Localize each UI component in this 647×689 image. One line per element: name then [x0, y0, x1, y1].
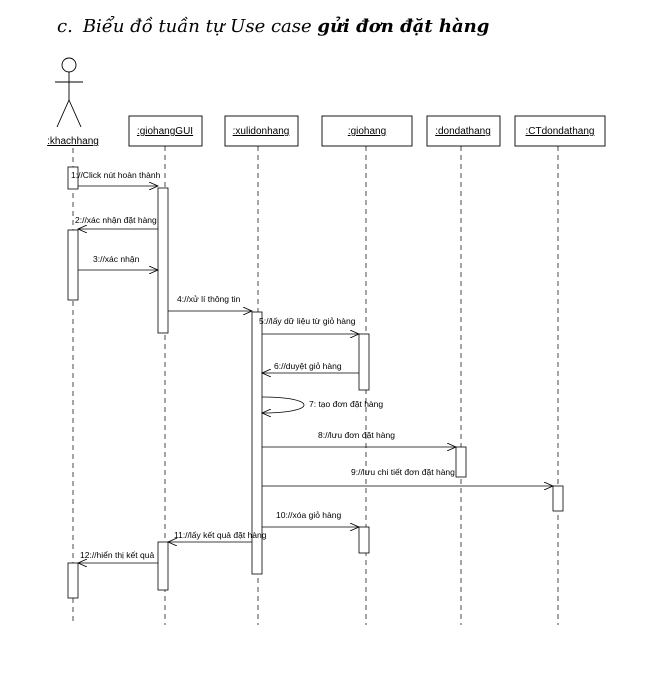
- object-box-ctdondathang: [514, 115, 606, 147]
- object-box-dondathang: [426, 115, 501, 147]
- object-name-xulidonhang: :xulidonhang: [233, 126, 290, 137]
- actor-right-leg: [68, 99, 82, 128]
- message-label-12: 12://hiển thị kết quả: [80, 550, 154, 560]
- message-label-1: 1://Click nút hoàn thành: [71, 170, 161, 180]
- object-name-giohang: :giohang: [348, 126, 386, 137]
- activation-ctdondathang: [552, 485, 564, 512]
- message-label-6: 6://duyệt giỏ hàng: [274, 361, 342, 371]
- activation-giohang-1: [358, 333, 370, 391]
- actor-figure: [55, 57, 83, 128]
- heading-text: Biểu đồ tuần tự Use case: [82, 16, 318, 37]
- message-label-4: 4://xử lí thông tin: [177, 294, 241, 304]
- message-label-8: 8://lưu đơn đặt hàng: [318, 430, 395, 440]
- object-box-giohang: [321, 115, 413, 147]
- activation-giohanggui-2: [157, 541, 169, 591]
- message-label-7: 7: tạo đơn đặt hàng: [309, 399, 383, 409]
- activation-xulidonhang: [251, 311, 263, 575]
- activation-khachhang-2: [67, 229, 79, 301]
- heading-bold-text: gửi đơn đặt hàng: [317, 16, 490, 37]
- message-arrow-7-self: [262, 396, 305, 413]
- message-label-2: 2://xác nhận đặt hàng: [75, 215, 157, 225]
- activation-dondathang: [455, 446, 467, 478]
- object-name-ctdondathang: :CTdondathang: [526, 126, 595, 137]
- message-label-5: 5://lấy dữ liệu từ giỏ hàng: [259, 316, 356, 326]
- message-label-11: 11://lấy kết quả đặt hàng: [174, 530, 267, 540]
- message-label-9: 9://lưu chi tiết đơn đặt hàng: [351, 467, 455, 477]
- message-label-10: 10://xóa giỏ hàng: [276, 510, 341, 520]
- message-label-3: 3://xác nhận: [93, 254, 140, 264]
- object-box-xulidonhang: [224, 115, 299, 147]
- actor-name: :khachhang: [47, 136, 99, 147]
- heading-prefix: c.: [57, 16, 73, 37]
- object-name-dondathang: :dondathang: [435, 126, 491, 137]
- diagram-heading: c. Biểu đồ tuần tự Use case gửi đơn đặt h…: [57, 16, 489, 37]
- actor-head: [61, 57, 77, 73]
- activation-khachhang-1: [67, 166, 79, 190]
- object-box-giohanggui: [128, 115, 203, 147]
- activation-giohang-2: [358, 526, 370, 554]
- activation-giohanggui-1: [157, 187, 169, 334]
- object-name-giohanggui: :giohangGUI: [137, 126, 193, 137]
- actor-left-leg: [56, 99, 70, 128]
- activation-khachhang-3: [67, 562, 79, 599]
